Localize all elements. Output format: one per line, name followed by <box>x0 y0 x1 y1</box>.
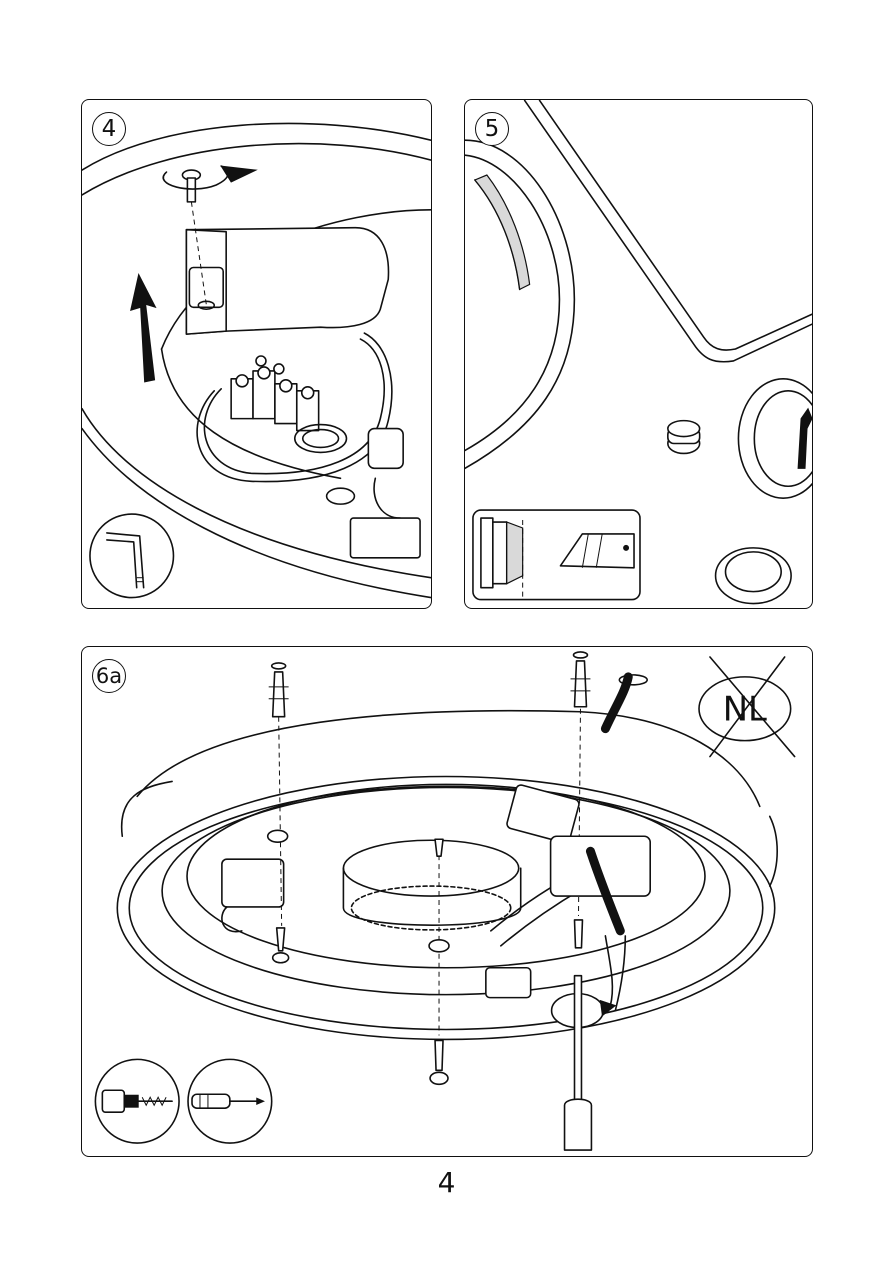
page-number: 4 <box>0 1166 893 1199</box>
step-4-panel: 4 <box>81 99 432 609</box>
step-4-number: 4 <box>92 112 126 146</box>
step-6a-panel: NL 6a <box>81 646 813 1157</box>
lift-up-arrow-icon <box>131 274 156 381</box>
step-6a-illustration: NL <box>82 647 812 1156</box>
fixing-screw-centre-icon <box>430 839 448 1084</box>
terminal-cover-illustration <box>186 228 388 334</box>
allen-key-tool-icon <box>90 514 174 598</box>
no-neutral-wire-icon: NL <box>699 657 795 757</box>
step-6a-number: 6a <box>92 659 126 693</box>
screwdriver-tool-icon <box>188 1059 272 1143</box>
terminal-block-illustration <box>231 356 318 431</box>
step-5-number: 5 <box>475 112 509 146</box>
step-5-panel: 5 <box>464 99 813 609</box>
cutting-knife-inset <box>473 510 640 599</box>
insert-arrow-icon <box>600 1001 615 1016</box>
rotation-arrow-icon <box>221 166 256 182</box>
fixing-screw-right-icon <box>574 709 582 948</box>
drill-tool-icon <box>95 1059 179 1143</box>
step-4-illustration <box>82 100 431 608</box>
step-5-illustration <box>465 100 812 608</box>
wall-plug-right-icon <box>571 652 591 707</box>
arrow-icon <box>798 409 812 469</box>
wall-plug-left-icon <box>269 663 289 717</box>
